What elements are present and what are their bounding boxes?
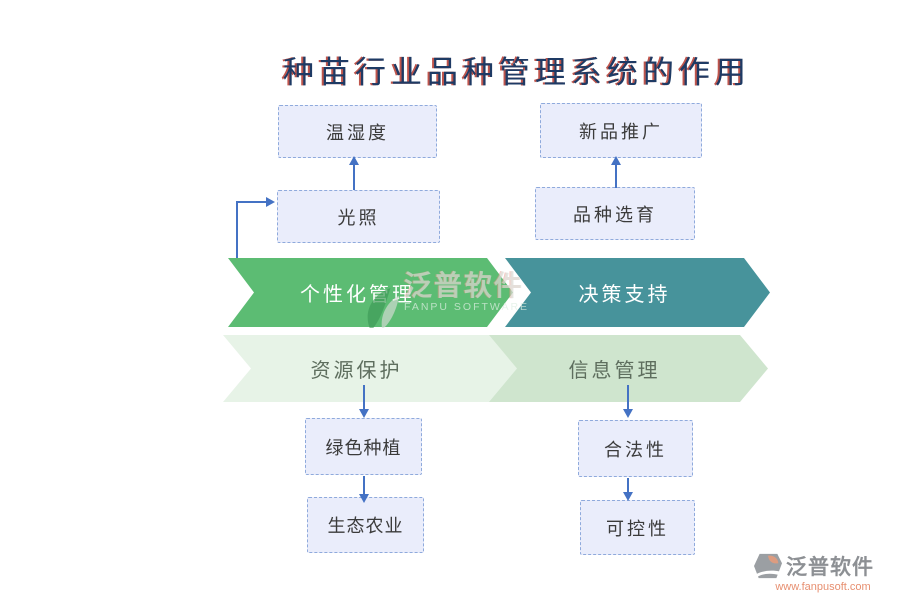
arrowhead-down-icon <box>623 492 633 501</box>
arrowhead-down-icon <box>359 494 369 503</box>
fanpu-logo-url-text: www.fanpusoft.com <box>775 581 871 593</box>
arrowhead-down-icon <box>359 409 369 418</box>
arrowhead-right-icon <box>266 197 275 207</box>
connector-resource-greenplanting-line <box>363 385 365 411</box>
node-controllability: 可控性 <box>580 500 695 555</box>
connector-breeding-promotion-line <box>615 163 617 188</box>
connector-greenplanting-eco-line <box>363 476 365 496</box>
connector-elbow-horizontal <box>236 201 269 203</box>
arrowhead-down-icon <box>623 409 633 418</box>
chevron-resource-protection: 资源保护 <box>223 335 518 402</box>
node-legality: 合法性 <box>578 420 693 477</box>
connector-elbow-vertical <box>236 201 238 258</box>
fanpu-logo: 泛普软件 www.fanpusoft.com <box>753 551 893 593</box>
node-new-product-promotion: 新品推广 <box>540 103 702 158</box>
page-title: 种苗行业品种管理系统的作用 <box>283 55 751 90</box>
connector-legality-controllability-line <box>627 478 629 494</box>
node-variety-breeding: 品种选育 <box>535 187 695 240</box>
node-temp-humidity: 温湿度 <box>278 105 437 158</box>
fanpu-logo-brand-text: 泛普软件 <box>786 555 874 579</box>
connector-light-temp-line <box>353 163 355 190</box>
node-eco-agriculture: 生态农业 <box>307 497 424 553</box>
node-light: 光照 <box>277 190 440 243</box>
arrowhead-up-icon <box>611 156 621 165</box>
node-green-planting: 绿色种植 <box>305 418 422 475</box>
fanpu-logo-icon <box>754 553 782 579</box>
chevron-decision-support: 决策支持 <box>505 258 770 327</box>
connector-info-legality-line <box>627 385 629 411</box>
chevron-personalized-management: 个性化管理 <box>228 258 513 327</box>
arrowhead-up-icon <box>349 156 359 165</box>
